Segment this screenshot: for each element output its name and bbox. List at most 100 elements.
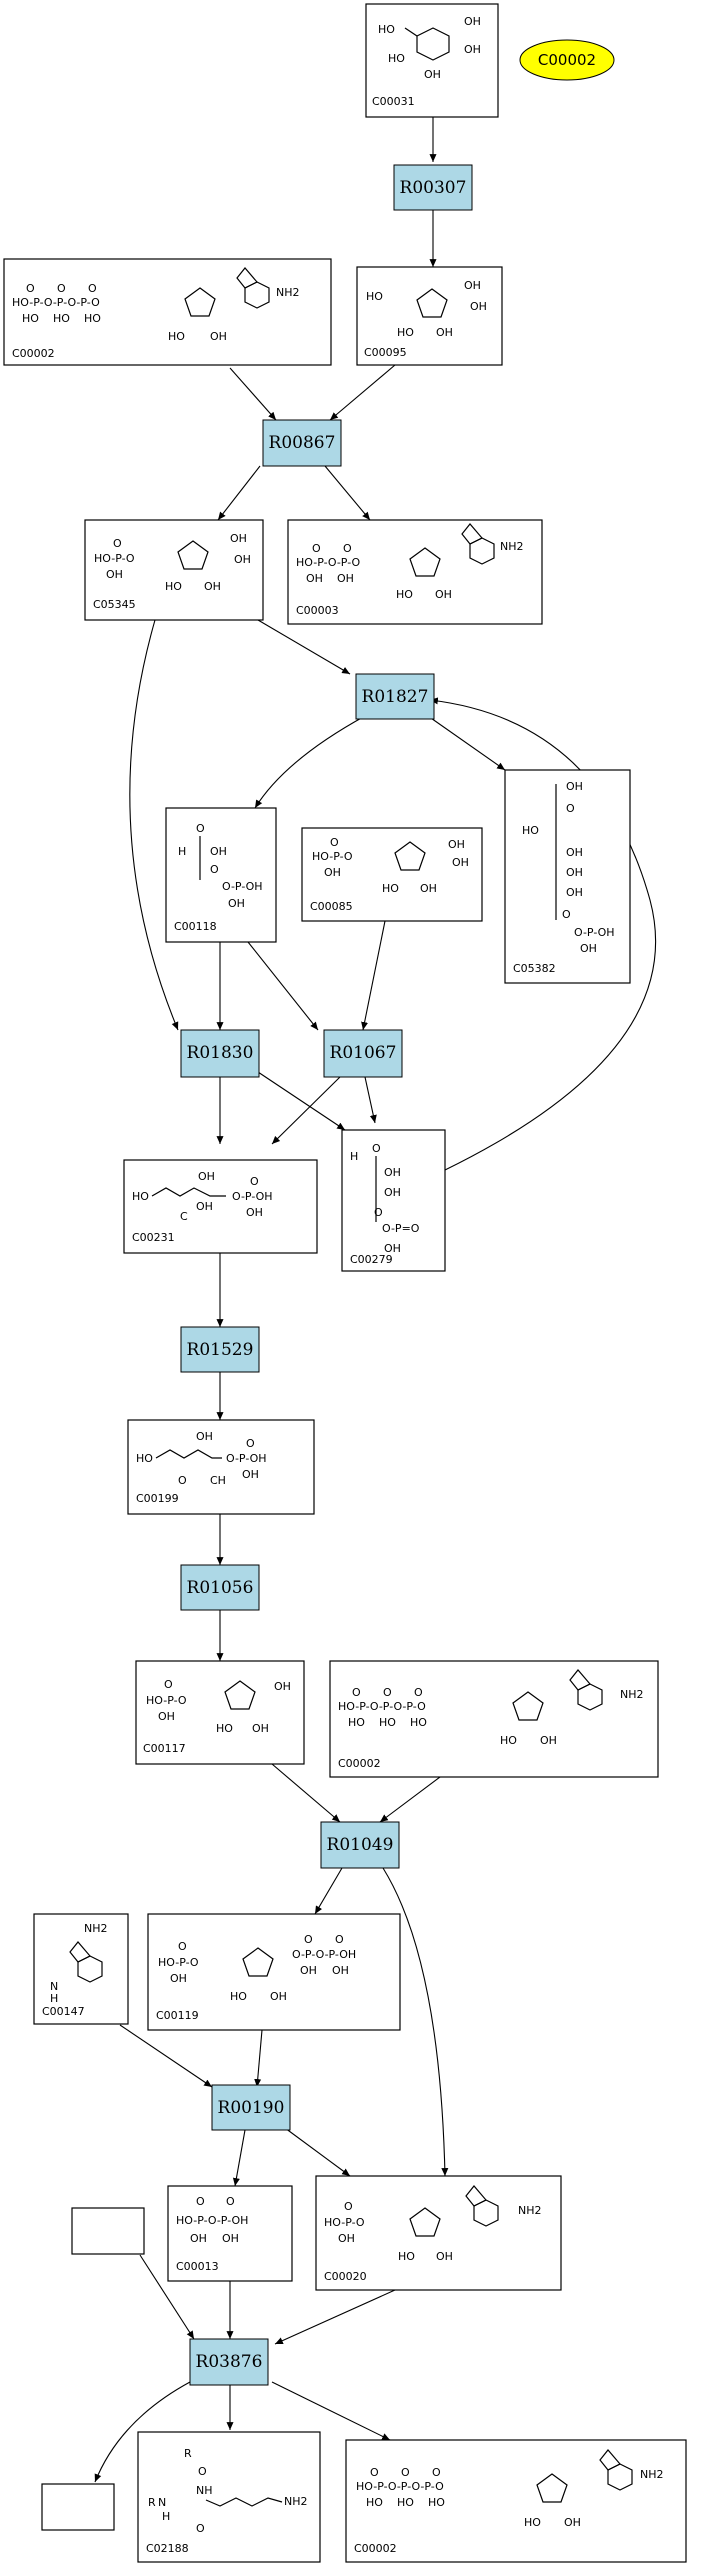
reaction-node[interactable]: R01529 [180,1326,260,1373]
reaction-node[interactable]: R01827 [355,673,435,720]
edge [217,465,261,521]
compound-id: C00002 [338,1757,381,1770]
svg-text:OH: OH [242,1468,259,1481]
svg-text:OH: OH [436,326,453,339]
svg-text:OH: OH [464,279,481,292]
glucose-structure: HO OH OH HO OH [378,15,481,81]
compound-id: C00095 [364,346,407,359]
compound-id: C00002 [12,347,55,360]
svg-text:R: R [148,2496,156,2509]
svg-text:OH: OH [306,572,323,585]
compound-node[interactable]: OH O HO OH OH OH O O-P-OH OH C05382 [504,769,631,984]
compound-node[interactable]: OH HO O-P-OH O OH C OH C00231 [123,1159,318,1254]
reaction-node[interactable]: R01830 [180,1029,260,1078]
blank-compound-node[interactable] [41,2483,115,2531]
svg-text:HO-P-O-P-OH: HO-P-O-P-OH [176,2214,248,2227]
svg-text:OH: OH [210,330,227,343]
svg-text:O: O [178,1474,187,1487]
compound-id: C00013 [176,2260,219,2273]
reaction-label: R00190 [218,2098,285,2118]
compound-node[interactable]: R O NH R N H O NH2 C02188 [137,2431,321,2563]
reaction-node[interactable]: R00190 [211,2084,291,2131]
edge [427,715,506,771]
svg-text:OH: OH [420,882,437,895]
svg-text:OH: OH [106,568,123,581]
reaction-node[interactable]: R00867 [262,419,342,467]
svg-text:OH: OH [337,572,354,585]
reaction-node[interactable]: R03876 [189,2338,269,2386]
svg-text:R: R [184,2447,192,2460]
edge [232,2129,246,2187]
reaction-node[interactable]: R01067 [323,1029,403,1078]
svg-text:OH: OH [384,1166,401,1179]
compound-node[interactable]: O H OH OH O O-P=O OH C00279 [341,1129,446,1272]
svg-text:NH2: NH2 [276,286,300,299]
compound-node[interactable]: NH2 N H C00147 [33,1913,129,2025]
svg-text:NH2: NH2 [620,1688,644,1701]
svg-text:O-P-OH: O-P-OH [232,1190,273,1203]
svg-text:HO: HO [379,1716,396,1729]
reaction-node[interactable]: R01056 [180,1564,260,1611]
compound-node[interactable]: OH HO O-P-OH O OH O CH C00199 [127,1419,315,1515]
glyceraldehyde-3p-structure: O H OH O O-P-OH OH [178,822,263,910]
reaction-node[interactable]: R00307 [393,164,473,211]
svg-text:O: O [352,1686,361,1699]
edge [364,1076,377,1124]
svg-text:O-P-OH: O-P-OH [574,926,615,939]
svg-text:NH: NH [196,2484,213,2497]
svg-text:O: O [374,1206,383,1219]
compound-node[interactable]: O H OH O O-P-OH OH C00118 [165,807,277,943]
svg-text:CH: CH [210,1474,226,1487]
svg-text:HO-P-O-P-O-P-O: HO-P-O-P-O-P-O [356,2480,444,2493]
svg-text:OH: OH [566,866,583,879]
edge [329,364,396,421]
svg-text:OH: OH [190,2232,207,2245]
svg-text:H: H [162,2510,170,2523]
svg-text:OH: OH [436,2250,453,2263]
svg-text:HO-P-O-P-O-P-O: HO-P-O-P-O-P-O [338,1700,426,1713]
sedoheptulose-7p-structure: OH O HO OH OH OH O O-P-OH OH [522,780,615,955]
compound-node[interactable]: HO OH OH HO OH C00031 [365,3,499,118]
svg-text:O: O [343,542,352,555]
svg-text:O: O [113,537,122,550]
svg-text:HO: HO [366,2496,383,2509]
svg-text:HO: HO [348,1716,365,1729]
reaction-node[interactable]: R01049 [320,1821,400,1869]
svg-text:OH: OH [424,68,441,81]
svg-text:O: O [198,2465,207,2478]
svg-text:HO: HO [388,52,405,65]
compound-id: C05382 [513,962,556,975]
svg-text:O-P=O: O-P=O [382,1222,420,1235]
svg-text:OH: OH [564,2516,581,2529]
adenine-structure: NH2 N H [50,1922,108,2005]
svg-text:NH2: NH2 [518,2204,542,2217]
edge [247,941,319,1031]
blank-compound-node[interactable] [71,2207,145,2255]
svg-text:OH: OH [580,942,597,955]
svg-text:HO: HO [382,882,399,895]
reaction-label: R01049 [327,1835,394,1855]
compound-id: C05345 [93,598,136,611]
reaction-label: R00307 [400,178,467,198]
edge [139,2254,195,2340]
compound-id: C00031 [372,95,415,108]
legend-c00002[interactable]: C00002 [519,39,615,81]
edge [361,920,386,1031]
reaction-label: R01830 [187,1043,254,1063]
